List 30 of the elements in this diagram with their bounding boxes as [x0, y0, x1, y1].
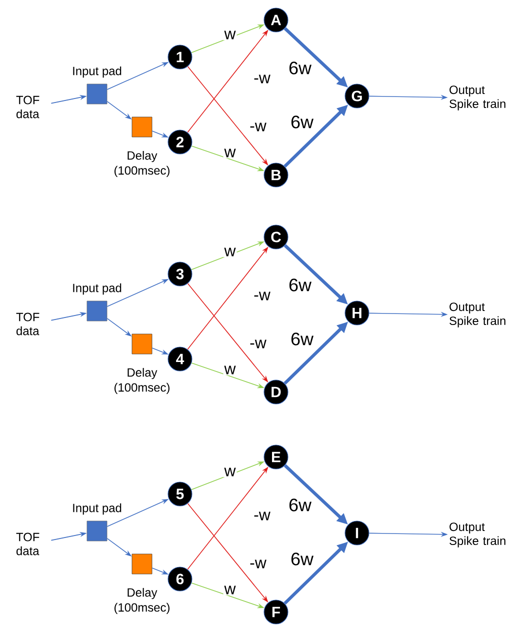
edge-label: 6w [290, 332, 314, 346]
node-label: Output Spike train [450, 302, 506, 328]
edge-label: -w [252, 510, 272, 522]
node-label: TOF data [16, 532, 40, 556]
node-label: Input pad [73, 503, 122, 515]
node-label: Delay (100msec) [114, 150, 170, 178]
node-label: TOF data [16, 312, 40, 336]
edge-label: -w [248, 558, 268, 570]
edge-label: 6w [288, 60, 312, 76]
edge-label: 6w [288, 278, 312, 292]
edge-label: w [223, 148, 237, 158]
node-label: Delay (100msec) [114, 368, 170, 394]
edge-label: 6w [290, 114, 314, 130]
node-label: Output Spike train [450, 522, 506, 548]
edge-label: 6w [288, 498, 312, 512]
edge-label: w [223, 30, 237, 40]
node-label: Output Spike train [450, 86, 506, 110]
edge-label: w [223, 584, 237, 596]
edge-label: w [223, 466, 237, 478]
node-label: TOF data [16, 96, 40, 118]
edge-label: -w [248, 338, 268, 350]
node-label: Delay (100msec) [114, 588, 170, 614]
edge-label: -w [252, 290, 272, 302]
edge-label: w [223, 246, 237, 258]
edge-label: 6w [290, 552, 314, 566]
edge-label: -w [252, 74, 272, 84]
node-label: Input pad [73, 66, 122, 78]
edge-label: w [223, 364, 237, 376]
edge-label: -w [248, 122, 268, 132]
node-label: Input pad [73, 283, 122, 295]
